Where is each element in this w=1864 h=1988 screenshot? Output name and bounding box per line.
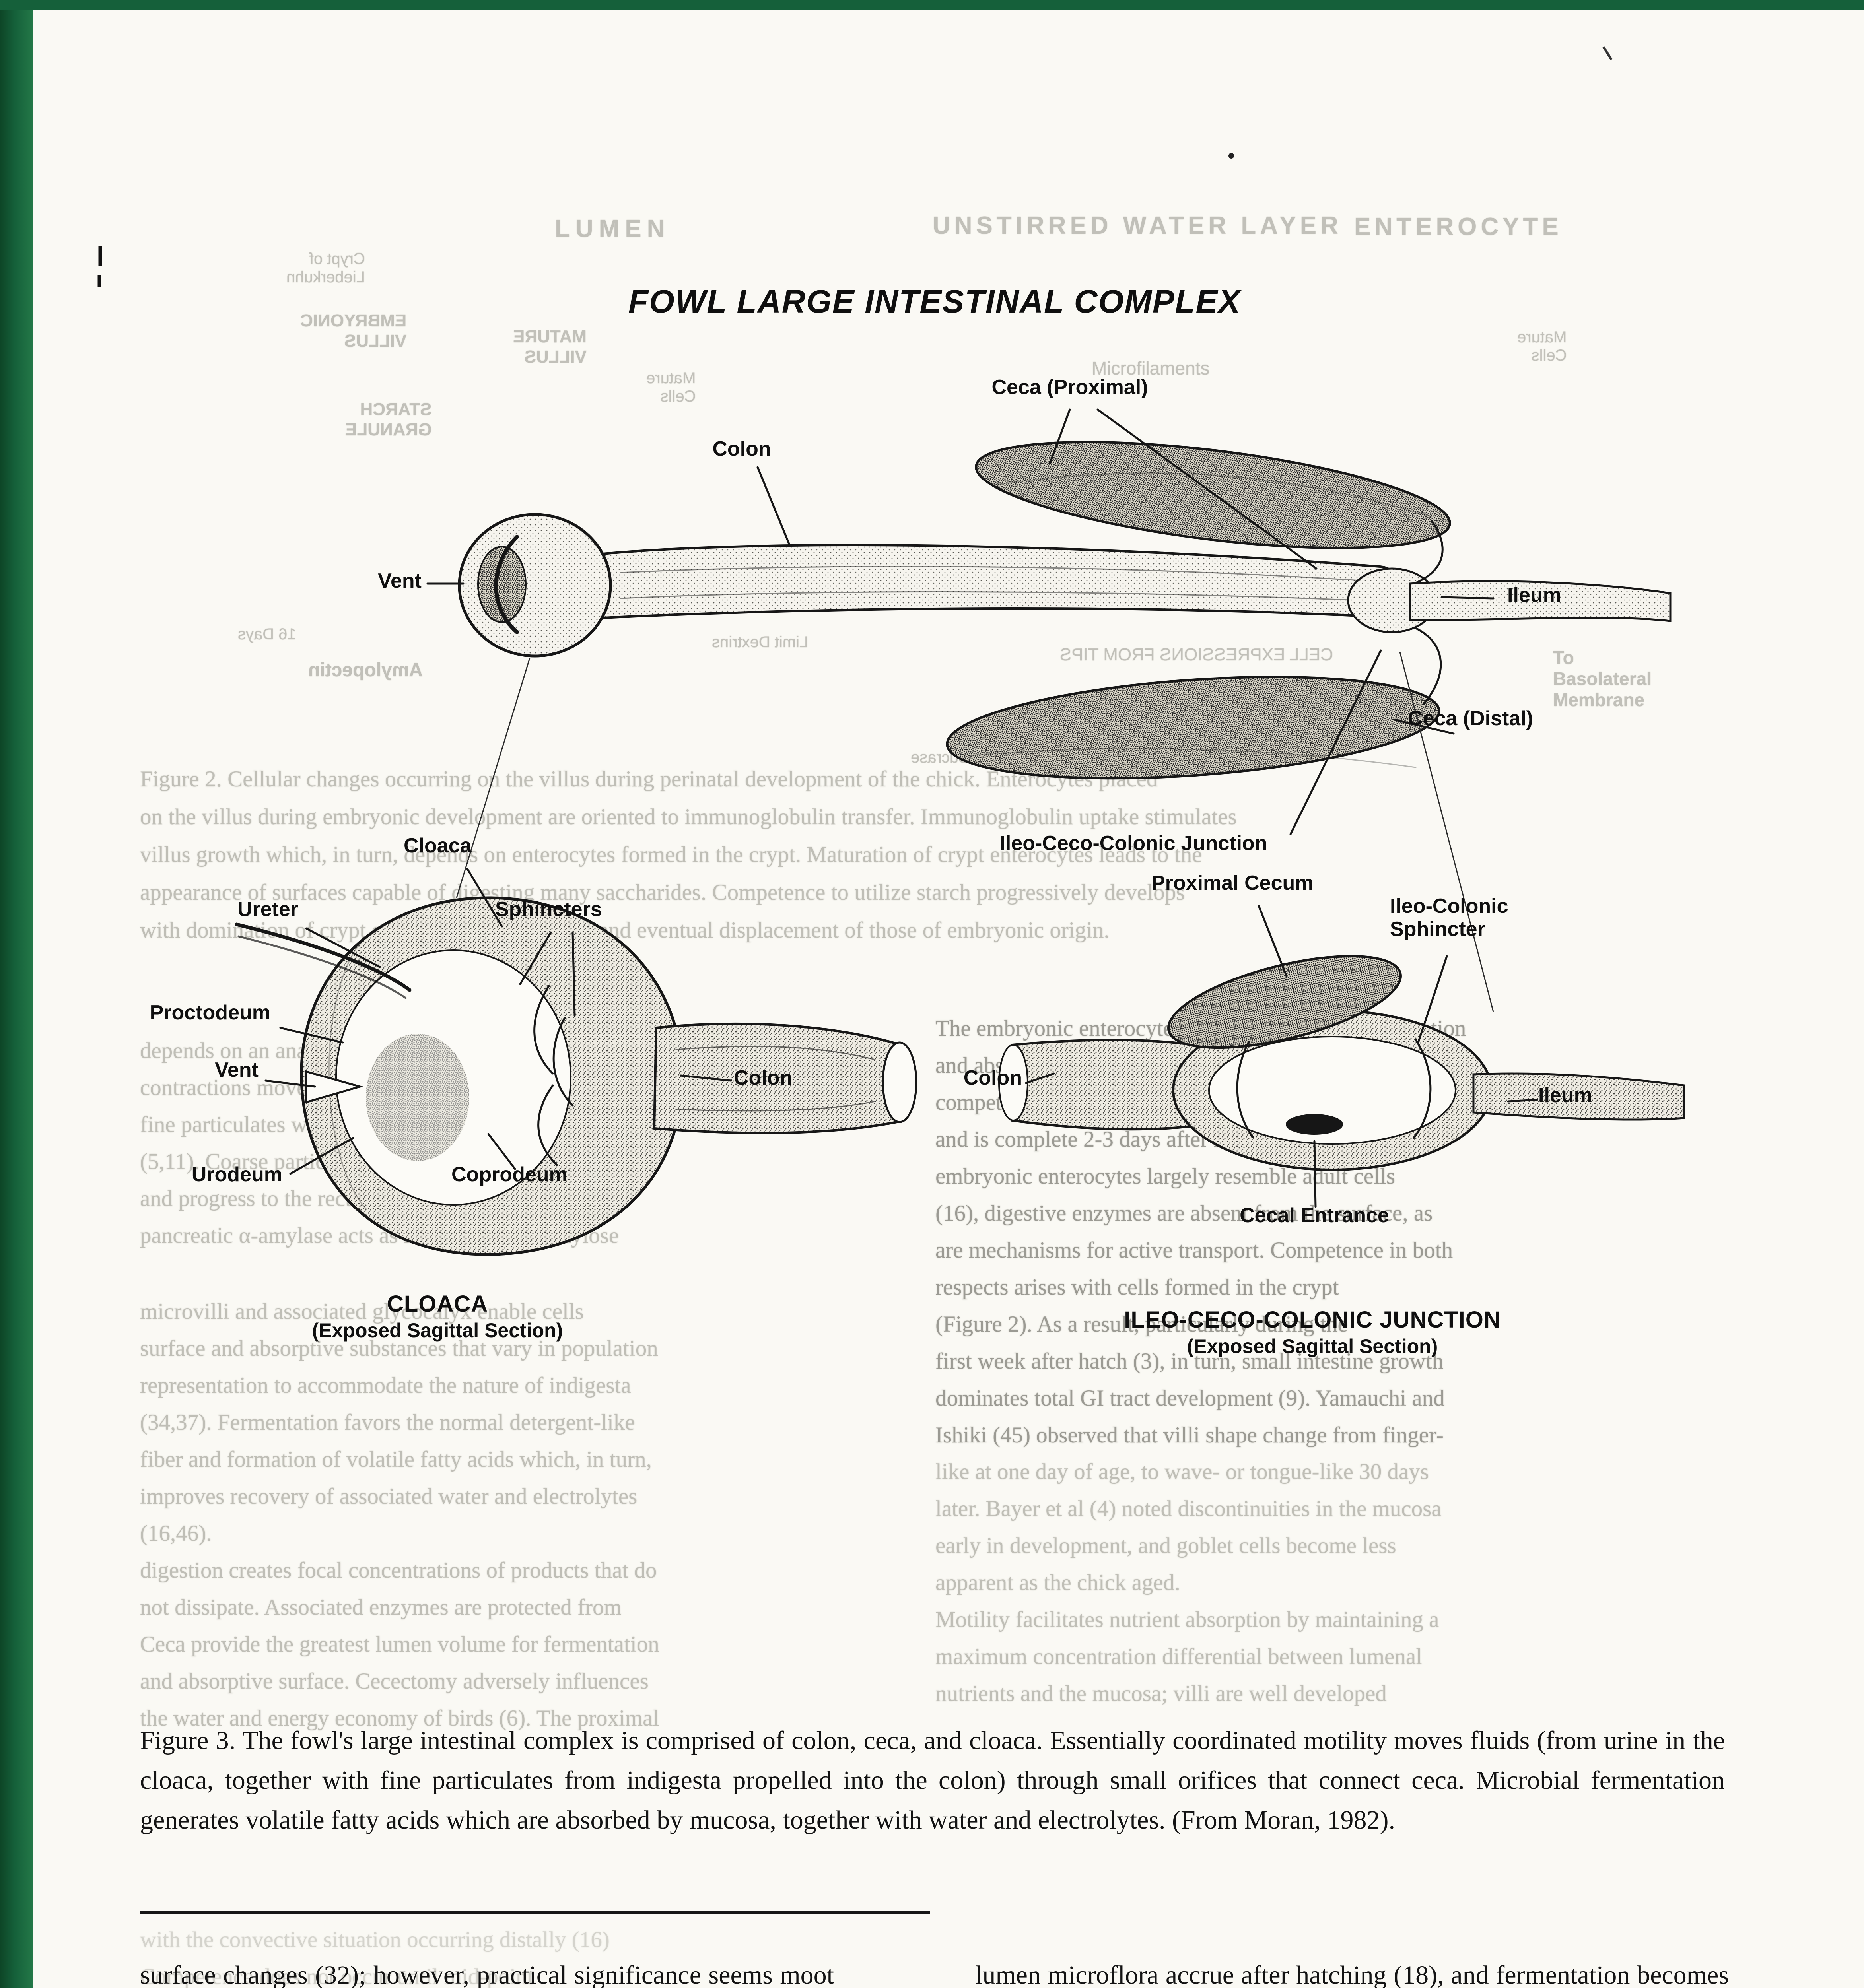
- ghost-mature-cells-2: Mature Cells: [1517, 328, 1567, 364]
- label-vent-cloaca: Vent: [215, 1058, 259, 1081]
- label-colon-junction: Colon: [963, 1066, 1022, 1089]
- ghost-right-top: The embryonic enterocytes express the me…: [935, 1016, 1466, 1448]
- ghost-basolateral: To Basolateral Membrane: [1553, 647, 1652, 710]
- label-ceca-distal: Ceca (Distal): [1408, 707, 1533, 730]
- scan-edge-top: [0, 0, 1864, 10]
- ghost-enterocyte: ENTEROCYTE: [1354, 213, 1563, 241]
- ghost-mature-cells: Mature Cells: [646, 369, 696, 405]
- ghost-right-mid: like at one day of age, to wave- or tong…: [935, 1459, 1442, 1706]
- label-colon-cloaca: Colon: [734, 1066, 793, 1089]
- ghost-cell-expressions: CELL EXPRESSIONS FROM TIPS: [1060, 645, 1333, 664]
- cloaca-diagram-title: CLOACA: [387, 1291, 488, 1317]
- ghost-16-days: 16 Days: [238, 625, 296, 643]
- rules-and-marks: [97, 46, 1613, 1914]
- label-coprodeum: Coprodeum: [451, 1163, 568, 1186]
- ghost-embryonic-villus: EMBRYONIC VILLUS: [300, 311, 407, 351]
- scan-edge-left: [0, 0, 33, 1988]
- body-left-paragraph-1: surface changes (32); however, practical…: [140, 1961, 834, 1988]
- figure-title: FOWL LARGE INTESTINAL COMPLEX: [628, 283, 1241, 320]
- ghost-mature-villus: MATURE VILLUS: [513, 327, 587, 367]
- ghost-sucrase: Sucrase: [911, 749, 969, 766]
- junction-diagram-leaders: [1025, 905, 1538, 1208]
- label-cecal-entrance: Cecal Entrance: [1240, 1204, 1389, 1227]
- label-proximal-cecum: Proximal Cecum: [1151, 872, 1314, 895]
- ghost-starch-granule: STARCH GRANULE: [345, 400, 432, 439]
- label-colon-top: Colon: [712, 437, 771, 460]
- top-diagram-shapes: [458, 441, 1672, 780]
- ghost-amylopectin: Amylopectin: [308, 660, 423, 681]
- top-diagram-leaders: [426, 408, 1495, 835]
- junction-diagram-shapes: [998, 955, 1685, 1171]
- label-proctodeum: Proctodeum: [150, 1001, 270, 1024]
- figure-caption: Figure 3. The fowl's large intestinal co…: [140, 1726, 1725, 1835]
- label-ceca-proximal: Ceca (Proximal): [991, 376, 1148, 399]
- cloaca-diagram-subtitle: (Exposed Sagittal Section): [312, 1319, 563, 1342]
- junction-diagram-subtitle: (Exposed Sagittal Section): [1187, 1335, 1438, 1357]
- label-cloaca: Cloaca: [404, 834, 472, 857]
- ghost-lumen: LUMEN: [555, 215, 671, 243]
- ghost-crypt-label: Crypt of Lieberkuhn: [286, 250, 365, 286]
- label-urodeum: Urodeum: [191, 1163, 282, 1186]
- label-icc-junction: Ileo-Ceco-Colonic Junction: [999, 832, 1267, 855]
- label-vent-top: Vent: [378, 569, 422, 592]
- label-ileum-junction: Ileum: [1538, 1084, 1592, 1107]
- label-ileo-colonic-sphincter: Ileo-Colonic Sphincter: [1390, 895, 1508, 941]
- ghost-limit-dextrins: Limit Dextrins: [712, 633, 809, 651]
- label-sphincters: Sphincters: [495, 898, 602, 921]
- body-right-paragraph-1: lumen microflora accrue after hatching (…: [975, 1961, 1729, 1988]
- junction-diagram-title: ILEO-CECO-COLONIC JUNCTION: [1124, 1307, 1501, 1333]
- ghost-left-mid: microvilli and associated glycocalyx ena…: [140, 1299, 659, 1731]
- ghost-unstirred-water-layer: UNSTIRRED WATER LAYER: [933, 212, 1342, 239]
- label-ileum-top: Ileum: [1507, 584, 1561, 607]
- label-ureter: Ureter: [237, 898, 298, 921]
